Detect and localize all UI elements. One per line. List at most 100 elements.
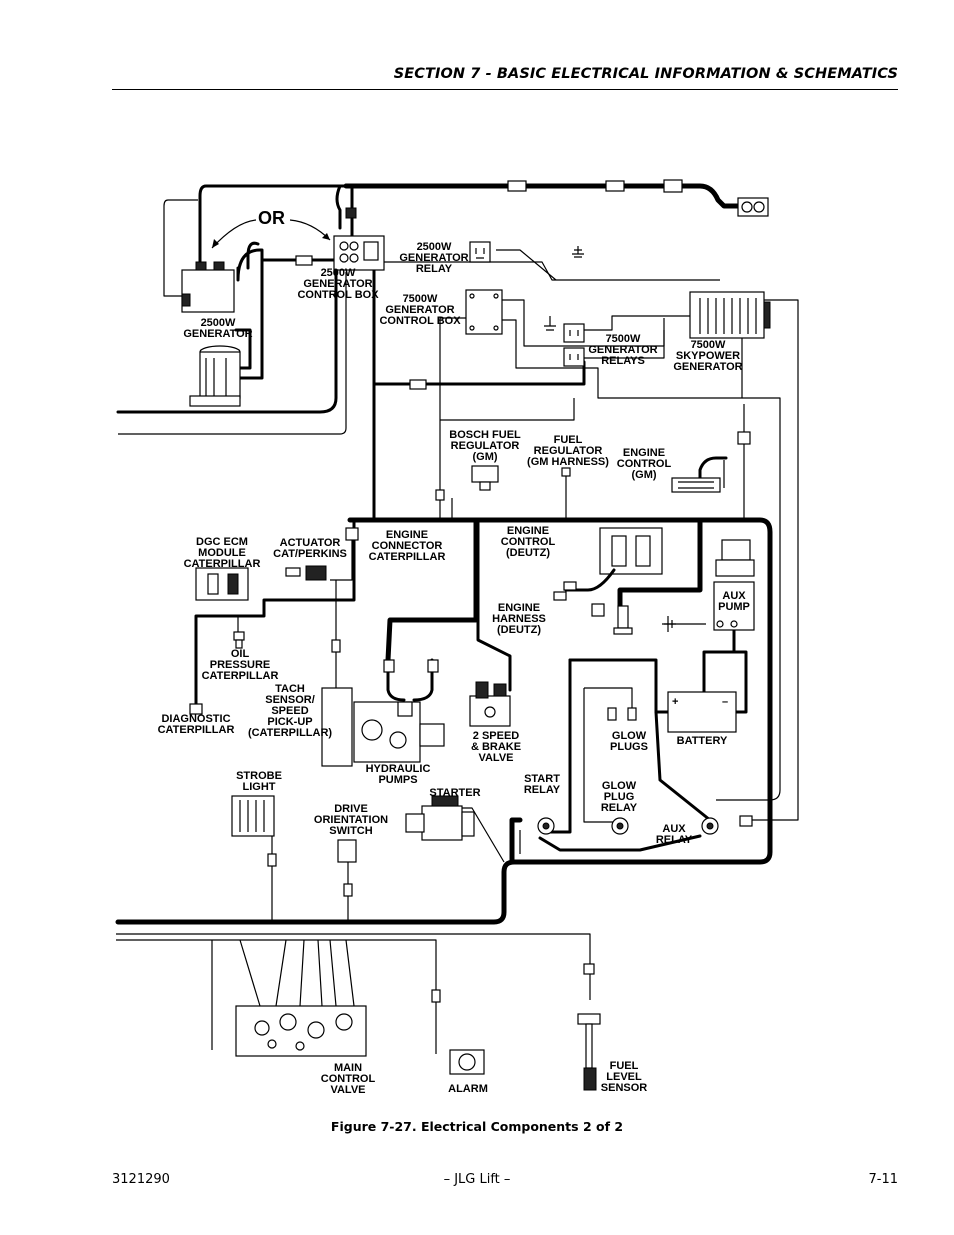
label-bosch-fuel-regulator-line: (GM) — [472, 451, 497, 463]
strobe-light-icon — [231, 795, 277, 867]
starter-icon — [405, 795, 475, 841]
wire-relay-bus — [538, 834, 702, 852]
label-skypower-7500w-line: 7500W — [691, 339, 726, 351]
label-tach-sensor-line: (CATERPILLAR) — [248, 727, 332, 739]
wiring — [115, 183, 799, 1054]
label-strobe-light-line: STROBE — [236, 770, 282, 782]
label-starter-line: STARTER — [429, 787, 480, 799]
label-fuel-regulator-gm-harness-line: (GM HARNESS) — [527, 456, 609, 468]
label-diagnostic-line: DIAGNOSTIC — [161, 713, 230, 725]
label-oil-pressure-line: OIL — [231, 648, 250, 660]
label-relay-2500w-line: 2500W — [417, 241, 452, 253]
wire-h-384 — [372, 360, 586, 386]
wire-aux-relay — [654, 710, 712, 822]
glow-plug-relay-icon — [611, 817, 629, 835]
label-tach-sensor-line: TACH — [275, 683, 305, 695]
label-generator-2500w-line: GENERATOR — [183, 328, 252, 340]
receptacle-icon — [507, 179, 769, 217]
wire-gen-out-2 — [246, 241, 260, 270]
or-arrowhead-right — [322, 233, 330, 240]
gm-harness-connector-icon — [561, 467, 571, 477]
aux-pump-icon — [664, 539, 755, 632]
wire-h-420 — [440, 398, 575, 421]
label-actuator-line: ACTUATOR — [280, 537, 341, 549]
wire-start-relay — [509, 817, 523, 865]
wire-battery-start — [542, 658, 572, 834]
label-engine-harness-deutz-line: HARNESS — [492, 613, 546, 625]
wire-h-262 — [366, 261, 720, 281]
control-box-2500w-icon — [295, 207, 385, 271]
wire-left-run-2 — [118, 272, 347, 435]
wire-valve-fan — [239, 939, 355, 1007]
label-control-box-2500w-line: CONTROL BOX — [297, 289, 379, 301]
label-dgc-ecm-module-line: MODULE — [198, 547, 246, 559]
label-dgc-ecm-module-line: CATERPILLAR — [184, 558, 261, 570]
or-label: OR — [258, 208, 285, 228]
label-control-box-2500w-line: GENERATOR — [303, 278, 372, 290]
wire-main-harness — [115, 517, 773, 925]
label-starter: STARTER — [429, 787, 480, 799]
label-engine-control-deutz-line: ENGINE — [507, 525, 549, 537]
relays-7500w-icon — [563, 323, 585, 367]
wire-eng-ctrl-gm — [698, 456, 728, 490]
label-battery-line: BATTERY — [677, 735, 728, 747]
label-relays-7500w-line: 7500W — [606, 333, 641, 345]
label-two-speed-brake-valve-line: & BRAKE — [471, 741, 521, 753]
generator-2500w-icon — [181, 261, 241, 407]
wire-relay-2500 — [496, 249, 557, 281]
label-control-box-7500w-line: 7500W — [403, 293, 438, 305]
wire-7500-left — [439, 317, 466, 520]
oil-pressure-sensor-icon — [233, 631, 245, 649]
page-number: 7-11 — [868, 1172, 898, 1187]
label-tach-sensor-line: SPEED — [271, 705, 308, 717]
label-glow-plug-relay-line: RELAY — [601, 802, 638, 814]
wire-battery-aux — [732, 650, 748, 714]
tach-connector-icon — [331, 639, 341, 653]
wire-glow-plugs — [584, 687, 633, 712]
wire-battery-loop — [568, 658, 678, 714]
battery-icon: + – — [667, 691, 737, 733]
wire-aux-pump — [702, 622, 736, 714]
label-control-box-2500w-line: 2500W — [321, 267, 356, 279]
label-diagnostic-line: CATERPILLAR — [158, 724, 235, 736]
wire-glow-relay — [583, 688, 618, 823]
wire-pump-1 — [386, 660, 406, 702]
figure-caption: Figure 7-27. Electrical Components 2 of … — [330, 1119, 624, 1134]
drive-orientation-switch-icon — [337, 839, 357, 897]
label-engine-control-deutz-line: (DEUTZ) — [506, 547, 550, 559]
glow-plugs-icon — [607, 707, 637, 721]
label-relay-2500w-line: RELAY — [416, 263, 453, 275]
label-fuel-regulator-gm-harness-line: FUEL — [554, 434, 583, 446]
section-title: SECTION 7 - BASIC ELECTRICAL INFORMATION… — [393, 66, 898, 82]
label-hydraulic-pumps-line: HYDRAULIC — [366, 763, 431, 775]
label-engine-control-gm-line: (GM) — [631, 469, 656, 481]
wire-relay-1 — [584, 315, 690, 331]
label-relays-7500w-line: RELAYS — [601, 355, 645, 367]
wire-harness-brake — [476, 518, 512, 692]
label-engine-connector-cat-line: CATERPILLAR — [369, 551, 446, 563]
label-alarm: ALARM — [448, 1083, 488, 1095]
doc-number: 3121290 — [112, 1172, 170, 1187]
label-battery: BATTERY — [677, 735, 728, 747]
label-fuel-level-sensor-line: FUEL — [610, 1060, 639, 1072]
connector-icon — [409, 379, 427, 390]
alarm-icon — [431, 989, 485, 1075]
wire-actuator — [330, 540, 353, 581]
label-fuel-level-sensor-line: LEVEL — [606, 1071, 642, 1083]
actuator-icon — [285, 565, 327, 581]
